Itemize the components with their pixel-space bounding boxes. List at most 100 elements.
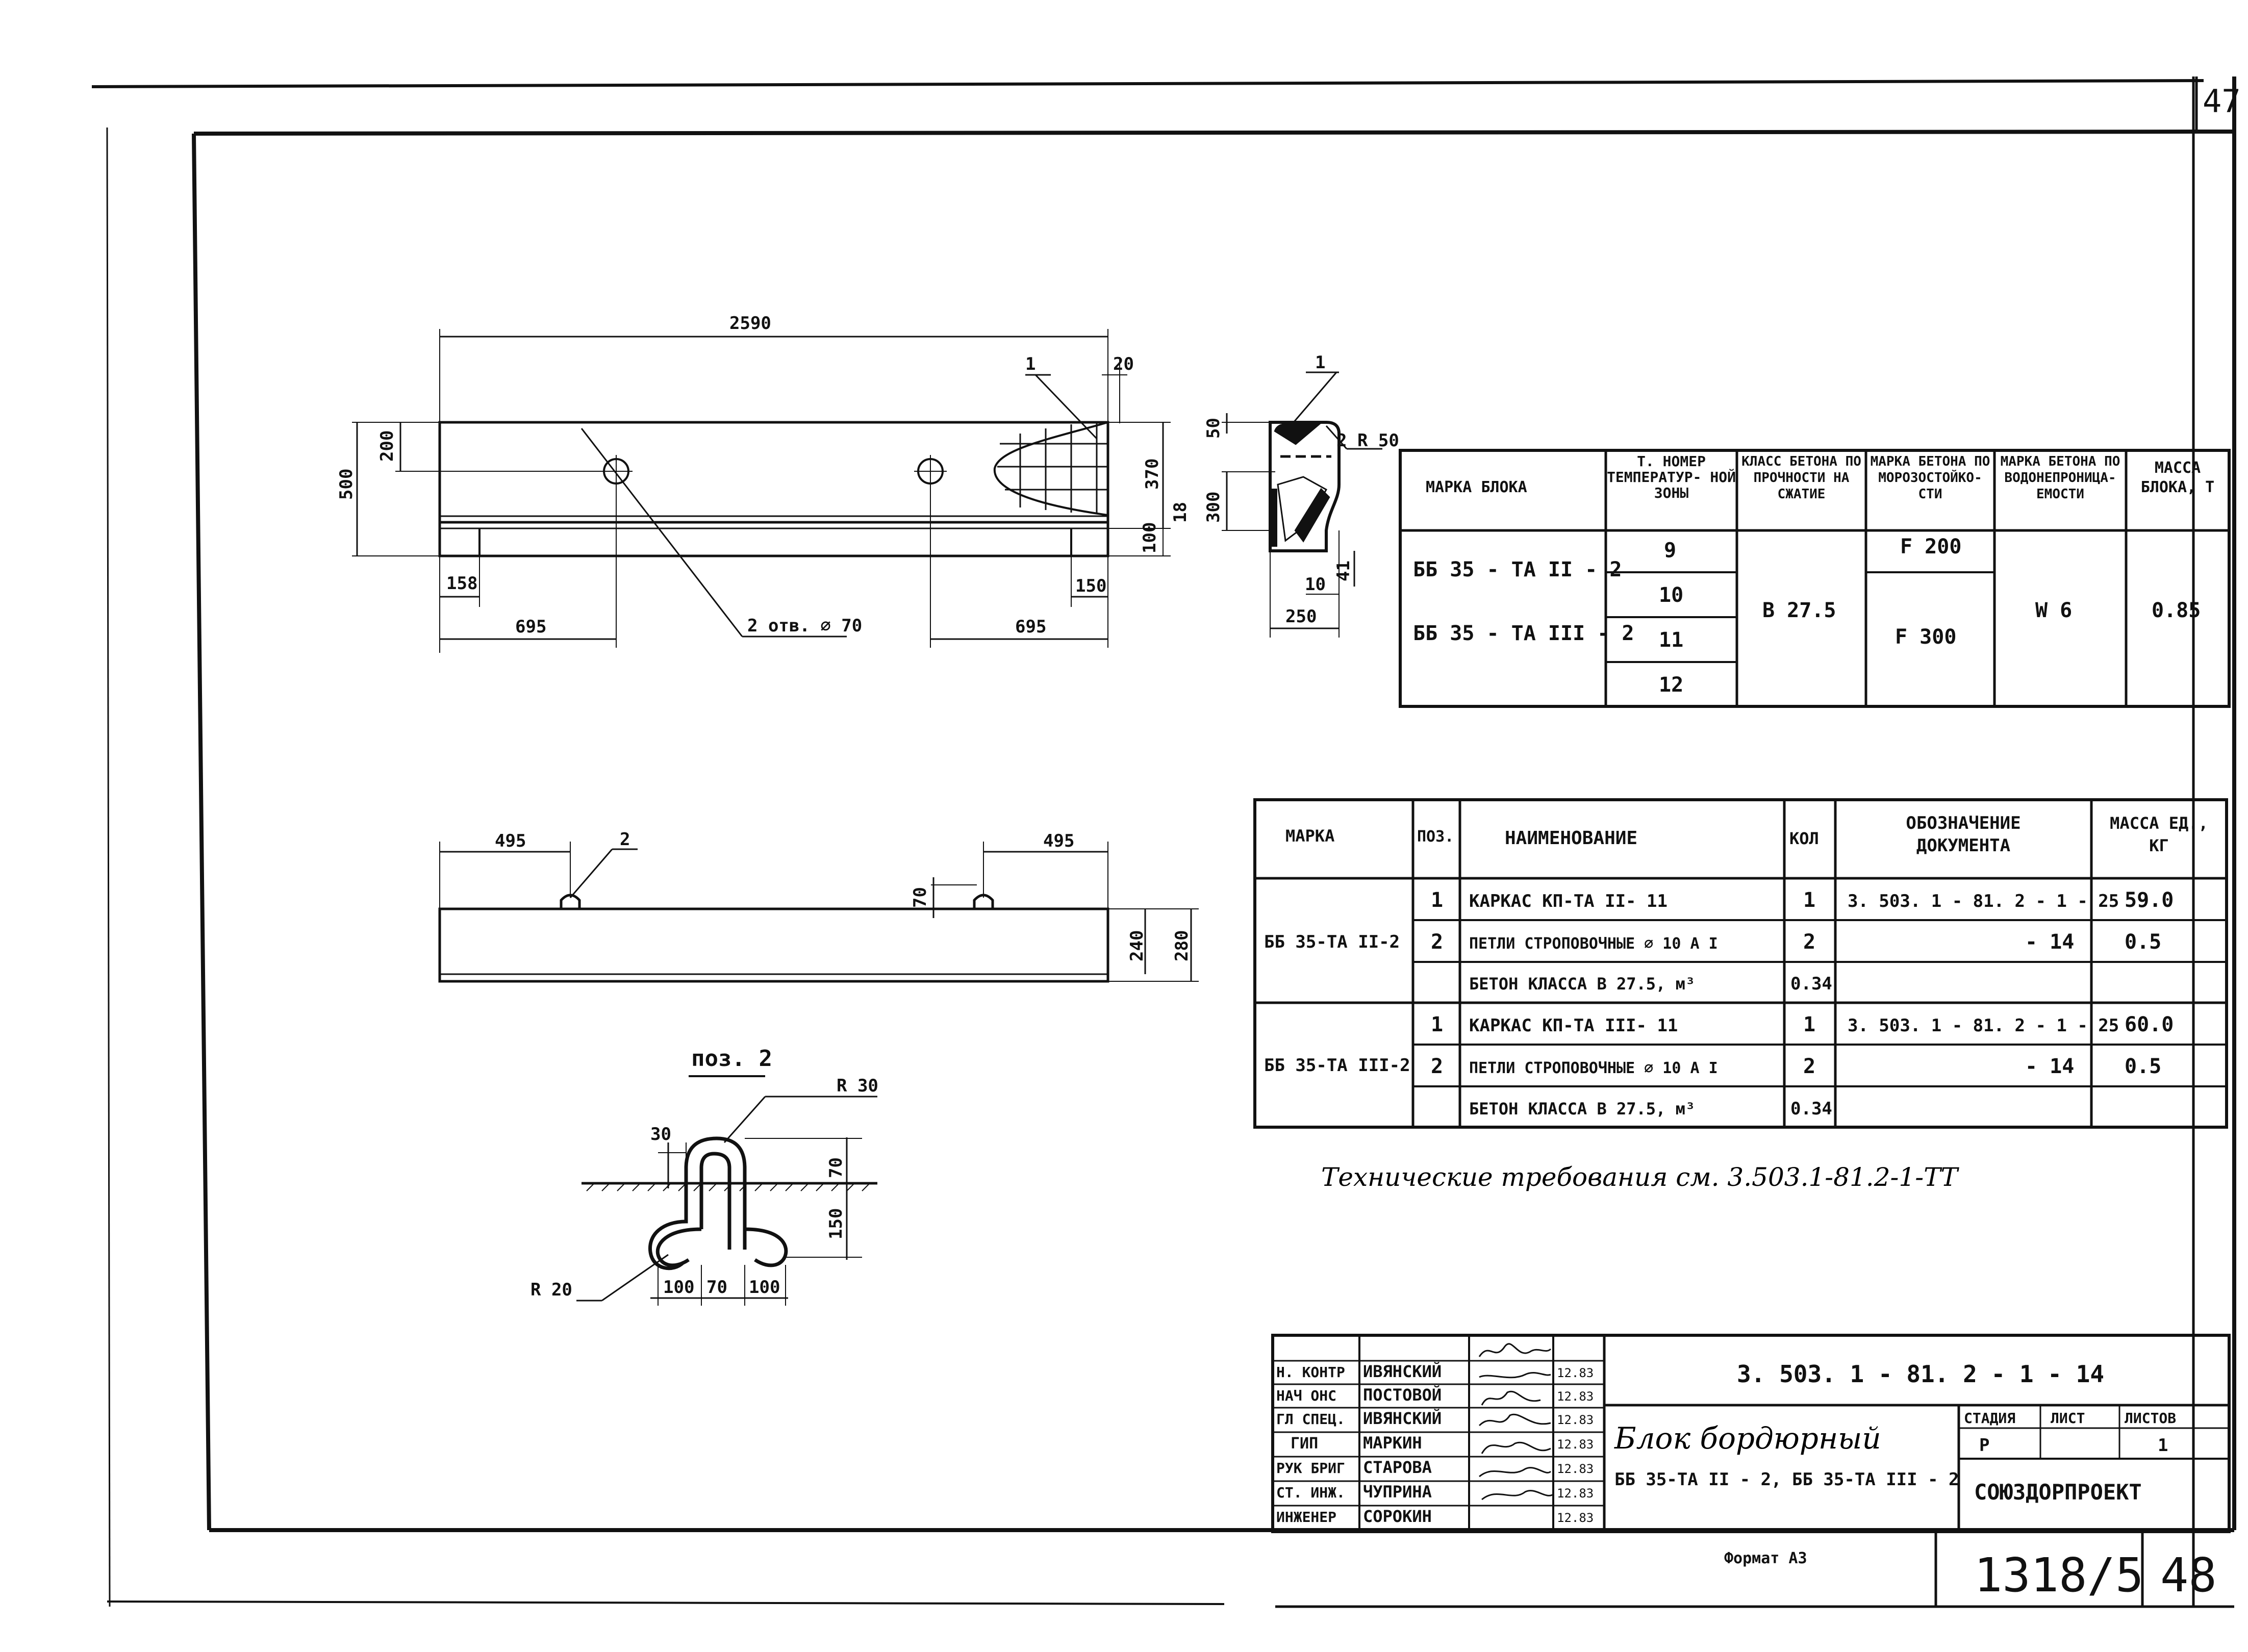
block-table bbox=[1399, 449, 2231, 708]
spec-table bbox=[1253, 798, 2228, 1129]
spec-g1-r1-mass: 59.0 bbox=[2125, 888, 2174, 912]
dim-150: 150 bbox=[1075, 576, 1106, 596]
spec-g1-r2-pos: 2 bbox=[1431, 930, 1443, 954]
name-2: ПОСТОВОЙ bbox=[1363, 1385, 1442, 1405]
zone-9: 9 bbox=[1664, 539, 1676, 562]
spec-g1-r2-doc: - 14 bbox=[2025, 930, 2074, 954]
block-table-header-water: МАРКА БЕТОНА ПО ВОДОНЕПРОНИЦА- ЕМОСТИ bbox=[2000, 454, 2120, 502]
name-4: МАРКИН bbox=[1363, 1433, 1422, 1453]
spec-g2-r2-pos: 2 bbox=[1431, 1055, 1443, 1078]
name-7: СОРОКИН bbox=[1363, 1507, 1432, 1526]
radius-label: 2 R 50 bbox=[1336, 430, 1399, 451]
zone-10: 10 bbox=[1659, 583, 1683, 607]
title-block-dates: 12.83 12.83 12.83 12.83 12.83 12.83 12.8… bbox=[1557, 1366, 1594, 1525]
detail-150: 150 bbox=[826, 1208, 846, 1239]
block-mark-2: ББ 35 - ТА III - 2 bbox=[1413, 622, 1634, 645]
dim-495-left: 495 bbox=[495, 831, 526, 851]
spec-g1-r1-name: КАРКАС КП-ТА II- 11 bbox=[1469, 891, 1668, 911]
sheets-label: ЛИСТОВ bbox=[2125, 1410, 2176, 1427]
spec-header-name: НАИМЕНОВАНИЕ bbox=[1505, 828, 1637, 849]
spec-g1-r1-qty: 1 bbox=[1803, 888, 1815, 912]
dim-50: 50 bbox=[1203, 418, 1224, 439]
spec-header-mark: МАРКА bbox=[1285, 826, 1334, 846]
dim-300: 300 bbox=[1203, 492, 1224, 523]
dim-18: 18 bbox=[1170, 502, 1191, 523]
spec-g2-r1-pos: 1 bbox=[1431, 1013, 1443, 1036]
dim-10: 10 bbox=[1305, 574, 1326, 595]
sheet-frame bbox=[91, 77, 2236, 1608]
spec-header-mass-text: МАССА ЕД., КГ bbox=[2110, 814, 2208, 855]
drawing-code: 1318/5 bbox=[1974, 1548, 2143, 1603]
spec-g2-r2-qty: 2 bbox=[1803, 1055, 1815, 1078]
detail-100-left: 100 bbox=[663, 1277, 694, 1298]
dim-495-right: 495 bbox=[1043, 831, 1074, 851]
stage-label: СТАДИЯ bbox=[1964, 1410, 2015, 1427]
spec-g2-r1-mass: 60.0 bbox=[2125, 1013, 2174, 1036]
dim-20: 20 bbox=[1113, 354, 1134, 374]
role-1: Н. КОНТР bbox=[1276, 1364, 1345, 1381]
drawing-title: Блок бордюрный bbox=[1614, 1421, 1881, 1456]
title-block-roles: Н. КОНТР НАЧ ОНС ГЛ СПЕЦ. ГИП РУК БРИГ С… bbox=[1276, 1364, 1345, 1526]
block-table-header-water-text: МАРКА БЕТОНА ПО ВОДОНЕПРОНИЦА- ЕМОСТИ bbox=[2000, 454, 2120, 502]
spec-header-mass: МАССА ЕД., КГ bbox=[2110, 814, 2208, 855]
spec-header-doc: ОБОЗНАЧЕНИЕ ДОКУМЕНТА bbox=[1906, 813, 2021, 856]
title-block bbox=[1271, 1334, 2231, 1607]
spec-g1-r1-pos: 1 bbox=[1431, 888, 1443, 912]
block-table-header-class: КЛАСС БЕТОНА ПО ПРОЧНОСТИ НА СЖАТИЕ bbox=[1741, 454, 1861, 502]
spec-g1-r3-name: БЕТОН КЛАССА В 27.5, м³ bbox=[1469, 974, 1695, 994]
detail-100-right: 100 bbox=[749, 1277, 780, 1298]
dim-695-right: 695 bbox=[1015, 617, 1046, 637]
spec-g1-r2-qty: 2 bbox=[1803, 930, 1815, 954]
zone-11: 11 bbox=[1659, 628, 1683, 652]
dim-overall-length: 2590 bbox=[729, 313, 771, 334]
spec-g2-r2-name: ПЕТЛИ СТРОПОВОЧНЫЕ ∅ 10 А I bbox=[1469, 1059, 1718, 1077]
spec-g2-r1-doc: 3. 503. 1 - 81. 2 - 1 - 25 bbox=[1848, 1015, 2119, 1036]
format-label: Формат А3 bbox=[1724, 1549, 1807, 1567]
signatures bbox=[1478, 1343, 1554, 1501]
date-4: 12.83 bbox=[1557, 1437, 1594, 1452]
role-2: НАЧ ОНС bbox=[1276, 1387, 1336, 1404]
dim-250: 250 bbox=[1285, 606, 1317, 627]
dim-158: 158 bbox=[446, 573, 477, 594]
name-6: ЧУПРИНА bbox=[1363, 1482, 1432, 1502]
water-w6: W 6 bbox=[2035, 599, 2072, 622]
spec-g1-r2-name: ПЕТЛИ СТРОПОВОЧНЫЕ ∅ 10 А I bbox=[1469, 935, 1718, 953]
spec-header-doc-text: ОБОЗНАЧЕНИЕ ДОКУМЕНТА bbox=[1906, 813, 2021, 856]
spec-group-1-mark: ББ 35-ТА II-2 bbox=[1264, 932, 1400, 952]
callout-1-section: 1 bbox=[1315, 352, 1325, 373]
block-table-header-mass-text: МАССА БЛОКА, Т bbox=[2140, 459, 2215, 496]
top-view bbox=[438, 842, 1199, 983]
dim-280: 280 bbox=[1172, 930, 1192, 961]
detail-title: поз. 2 bbox=[691, 1046, 772, 1072]
spec-group-2-mark: ББ 35-ТА III-2 bbox=[1264, 1055, 1410, 1076]
dim-height-500: 500 bbox=[336, 469, 357, 500]
frost-f300: F 300 bbox=[1895, 625, 1956, 649]
block-table-header-frost: МАРКА БЕТОНА ПО МОРОЗОСТОЙКО- СТИ bbox=[1871, 454, 1990, 502]
date-1: 12.83 bbox=[1557, 1366, 1594, 1380]
role-3: ГЛ СПЕЦ. bbox=[1276, 1411, 1345, 1428]
date-6: 12.83 bbox=[1557, 1486, 1594, 1501]
section-view bbox=[1222, 371, 1382, 638]
detail-r20: R 20 bbox=[531, 1280, 572, 1300]
frost-f200: F 200 bbox=[1900, 535, 1961, 558]
spec-g1-r3-qty: 0.34 bbox=[1790, 974, 1832, 994]
block-table-header-zone: Т. НОМЕР ТЕМПЕРАТУР- НОЙ ЗОНЫ bbox=[1607, 453, 1736, 501]
tech-note: Технические требования см. 3.503.1-81.2-… bbox=[1321, 1162, 1959, 1192]
front-view bbox=[352, 329, 1171, 653]
spec-g1-r2-mass: 0.5 bbox=[2125, 930, 2161, 954]
role-5: РУК БРИГ bbox=[1276, 1460, 1345, 1477]
sheet-label: ЛИСТ bbox=[2051, 1410, 2085, 1427]
callout-1-front: 1 bbox=[1025, 354, 1035, 374]
dim-70-top: 70 bbox=[910, 887, 930, 908]
role-4: ГИП bbox=[1291, 1435, 1318, 1453]
role-7: ИНЖЕНЕР bbox=[1276, 1509, 1336, 1526]
concrete-class: В 27.5 bbox=[1762, 599, 1836, 622]
date-2: 12.83 bbox=[1557, 1389, 1594, 1404]
block-table-header-mark: МАРКА БЛОКА bbox=[1426, 478, 1527, 496]
block-mark-1: ББ 35 - ТА II - 2 bbox=[1413, 558, 1622, 581]
detail-30: 30 bbox=[650, 1124, 671, 1145]
holes-label: 2 отв. ∅ 70 bbox=[747, 616, 862, 636]
spec-g2-r1-qty: 1 bbox=[1803, 1013, 1815, 1036]
detail-70-vertical: 70 bbox=[826, 1157, 846, 1178]
